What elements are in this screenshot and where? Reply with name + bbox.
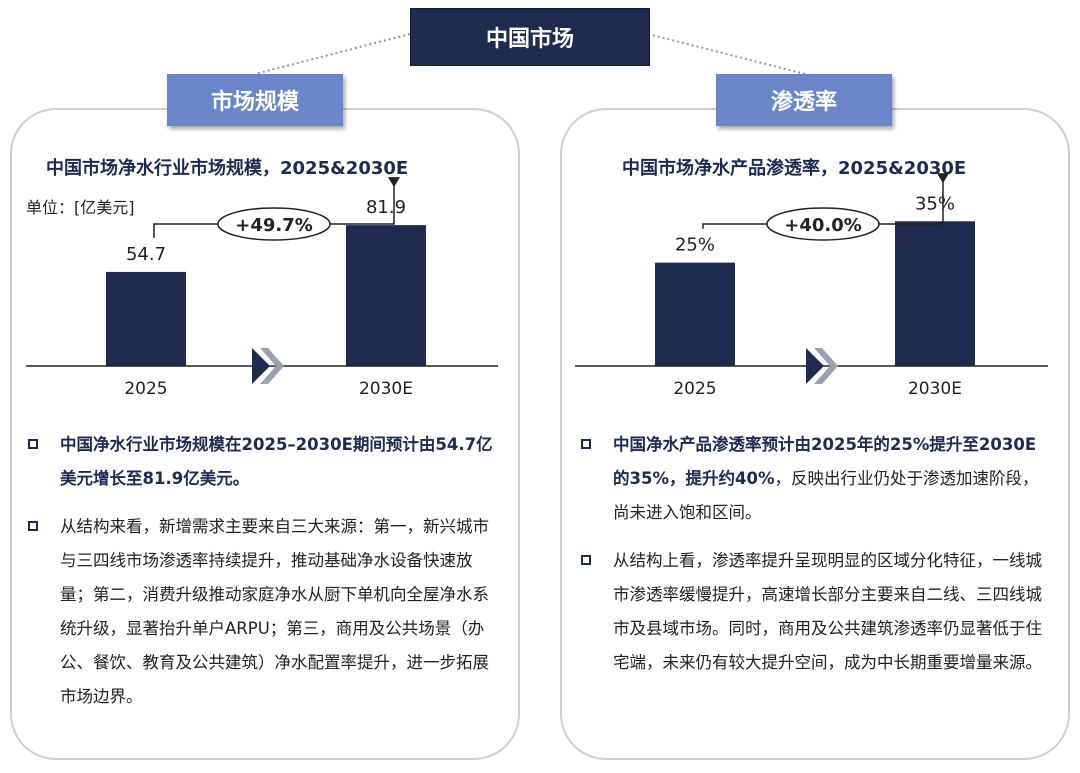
chevron-icon <box>260 348 284 384</box>
bullet-text: ，反映出行业仍处于渗透加速阶段，尚未进入饱和区间。 <box>613 469 1039 522</box>
x-tick-label: 2025 <box>124 379 167 399</box>
x-tick-label: 2030E <box>908 379 962 399</box>
growth-label: +40.0% <box>784 215 862 236</box>
bar <box>655 262 735 366</box>
list-item: 从结构来看，新增需求主要来自三大来源：第一，新兴城市与三四线市场渗透率持续提升，… <box>22 510 502 714</box>
penetration-chart: 25% 2025 35% 2030E +40.0% <box>575 173 1048 399</box>
x-tick-label: 2025 <box>673 379 716 399</box>
growth-badge <box>766 207 880 241</box>
arrow-down-icon <box>937 173 949 184</box>
market-size-chart: 54.7 2025 81.9 2030E +49.7% <box>26 177 498 399</box>
arrow-down-icon <box>388 177 400 188</box>
list-item: 中国净水产品渗透率预计由2025年的25%提升至2030E的35%，提升约40%… <box>575 428 1045 530</box>
x-tick-label: 2030E <box>359 379 413 399</box>
market-size-label: 市场规模 <box>167 74 343 126</box>
list-item: 中国净水行业市场规模在2025–2030E期间预计由54.7亿美元增长至81.9… <box>22 428 502 496</box>
bar <box>106 271 186 366</box>
bullet-highlight-text: 中国净水产品渗透率预计由2025年的25%提升至2030E的35%，提升约40% <box>613 435 1037 488</box>
bullet-text: 从结构上看，渗透率提升呈现明显的区域分化特征，一线城市渗透率缓慢提升，高速增长部… <box>613 551 1042 672</box>
penetration-label: 渗透率 <box>716 74 892 126</box>
chevron-icon <box>252 348 270 384</box>
bullet-text: 中国净水行业市场规模在2025–2030E期间预计由54.7亿美元增长至81.9… <box>60 435 493 488</box>
market-size-chart-title: 中国市场净水行业市场规模，2025&2030E <box>46 158 409 179</box>
penetration-chart-title: 中国市场净水产品渗透率，2025&2030E <box>622 158 967 179</box>
checkbox-icon <box>581 439 591 449</box>
chevron-icon <box>806 348 824 384</box>
market-title: 中国市场 <box>410 8 650 66</box>
bar <box>346 225 426 366</box>
market-size-bullets: 中国净水行业市场规模在2025–2030E期间预计由54.7亿美元增长至81.9… <box>22 428 502 728</box>
growth-badge <box>217 207 331 241</box>
checkbox-icon <box>28 521 38 531</box>
penetration-bullets: 中国净水产品渗透率预计由2025年的25%提升至2030E的35%，提升约40%… <box>575 428 1045 694</box>
bullet-text: 从结构来看，新增需求主要来自三大来源：第一，新兴城市与三四线市场渗透率持续提升，… <box>60 517 489 706</box>
growth-label: +49.7% <box>235 215 313 236</box>
checkbox-icon <box>28 439 38 449</box>
bar <box>895 221 975 366</box>
chevron-icon <box>814 348 838 384</box>
data-label: 35% <box>915 193 955 214</box>
checkbox-icon <box>581 555 591 565</box>
data-label: 81.9 <box>366 197 406 218</box>
list-item: 从结构上看，渗透率提升呈现明显的区域分化特征，一线城市渗透率缓慢提升，高速增长部… <box>575 544 1045 680</box>
data-label: 25% <box>675 235 715 256</box>
unit-label: 单位：[亿美元] <box>26 198 135 217</box>
data-label: 54.7 <box>126 244 166 265</box>
